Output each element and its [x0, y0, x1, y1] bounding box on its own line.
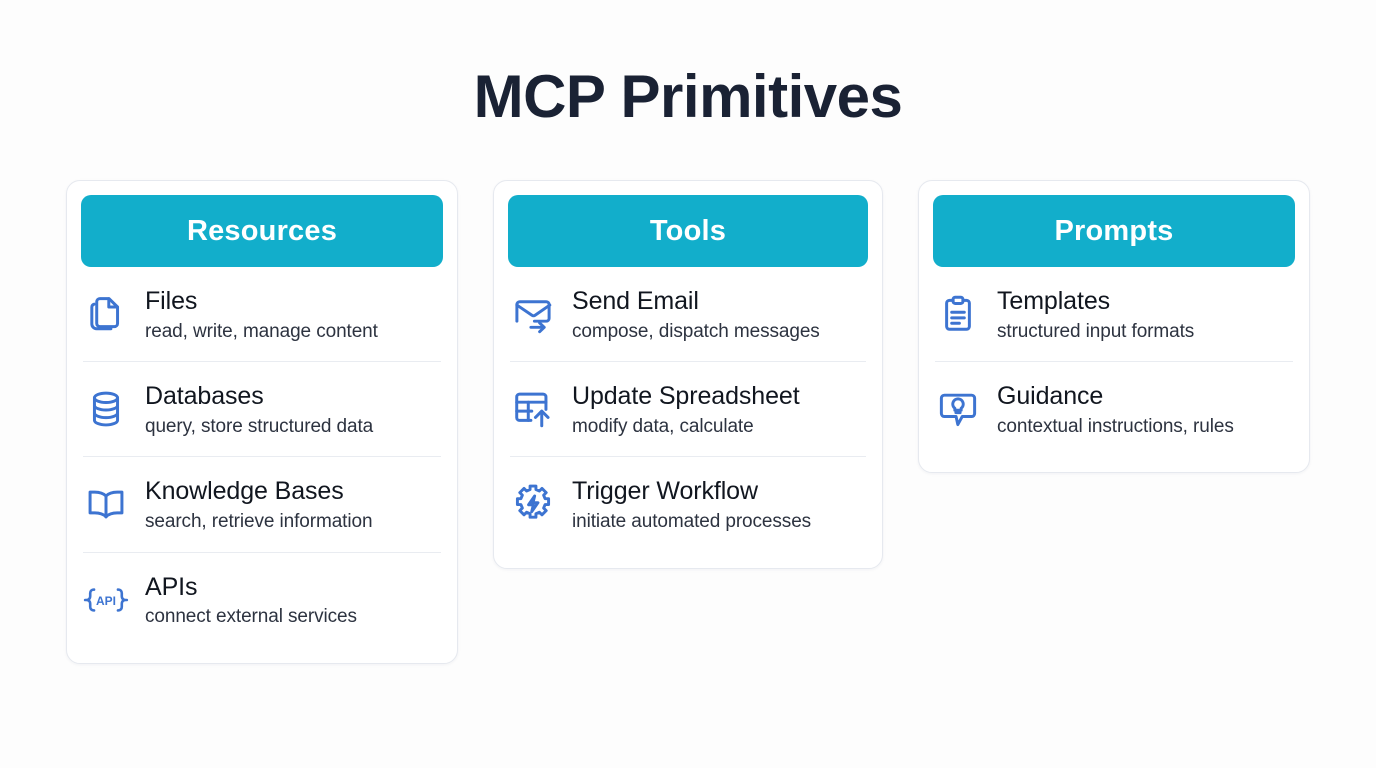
list-item-title: APIs — [145, 572, 198, 601]
list-item[interactable]: Templates structured input formats — [935, 267, 1293, 361]
list-item[interactable]: Databases query, store structured data — [83, 361, 441, 456]
card-header-resources: Resources — [81, 195, 443, 267]
card-header-prompts: Prompts — [933, 195, 1295, 267]
files-icon — [83, 291, 129, 337]
list-item-desc: read, write, manage content — [145, 320, 378, 342]
list-item-desc: modify data, calculate — [572, 415, 754, 437]
list-item-title: Knowledge Bases — [145, 477, 344, 506]
card-tools[interactable]: Tools Send Email compose, — [493, 180, 883, 569]
list-item-desc: compose, dispatch messages — [572, 320, 820, 342]
database-icon — [83, 386, 129, 432]
list-item[interactable]: Knowledge Bases search, retrieve informa… — [83, 456, 441, 551]
card-prompts-rows: Templates structured input formats Guida… — [933, 267, 1295, 456]
card-resources[interactable]: Resources Files read, write, manage cont… — [66, 180, 458, 664]
list-item-title: Send Email — [572, 287, 699, 315]
list-item-desc: structured input formats — [997, 320, 1195, 342]
gear-bolt-icon — [510, 481, 556, 527]
list-item-desc: connect external services — [145, 606, 357, 628]
list-item-title: Templates — [997, 287, 1111, 315]
list-item[interactable]: API APIs connect external services — [83, 551, 441, 647]
list-item-text: Send Email compose, dispatch messages — [572, 285, 820, 344]
list-item-text: Guidance contextual instructions, rules — [997, 380, 1234, 439]
list-item[interactable]: Update Spreadsheet modify data, calculat… — [510, 361, 866, 456]
card-prompts[interactable]: Prompts Templates structu — [918, 180, 1310, 474]
spreadsheet-upload-icon — [510, 386, 556, 432]
bubble-bulb-icon — [935, 386, 981, 432]
list-item-desc: contextual instructions, rules — [997, 415, 1234, 437]
envelope-arrow-icon — [510, 291, 556, 337]
list-item-title: Databases — [145, 382, 264, 411]
list-item-text: Databases query, store structured data — [145, 380, 373, 439]
list-item-desc: query, store structured data — [145, 415, 374, 437]
list-item-title: Trigger Workflow — [572, 477, 758, 506]
list-item-text: Trigger Workflow initiate automated proc… — [572, 475, 811, 534]
page-title: MCP Primitives — [473, 63, 903, 130]
card-resources-rows: Files read, write, manage content — [81, 267, 443, 647]
svg-text:API: API — [96, 594, 116, 608]
list-item[interactable]: Guidance contextual instructions, rules — [935, 361, 1293, 456]
list-item-title: Update Spreadsheet — [572, 382, 800, 411]
clipboard-list-icon — [935, 291, 981, 337]
list-item-text: Files read, write, manage content — [145, 285, 378, 344]
list-item[interactable]: Files read, write, manage content — [83, 267, 441, 361]
list-item[interactable]: Trigger Workflow initiate automated proc… — [510, 456, 866, 551]
list-item-desc: search, retrieve information — [145, 510, 373, 532]
list-item-desc: initiate automated processes — [572, 510, 812, 532]
list-item-title: Files — [145, 287, 198, 315]
open-book-icon — [83, 481, 129, 527]
list-item-text: APIs connect external services — [145, 571, 357, 630]
card-tools-rows: Send Email compose, dispatch messages — [508, 267, 868, 552]
list-item-text: Update Spreadsheet modify data, calculat… — [572, 380, 800, 439]
list-item-text: Knowledge Bases search, retrieve informa… — [145, 475, 373, 534]
list-item-title: Guidance — [997, 382, 1104, 411]
api-brackets-icon: API — [83, 577, 129, 623]
list-item-text: Templates structured input formats — [997, 285, 1194, 344]
list-item[interactable]: Send Email compose, dispatch messages — [510, 267, 866, 361]
card-header-tools: Tools — [508, 195, 868, 267]
primitives-card-group: Resources Files read, write, manage cont… — [66, 180, 1310, 664]
